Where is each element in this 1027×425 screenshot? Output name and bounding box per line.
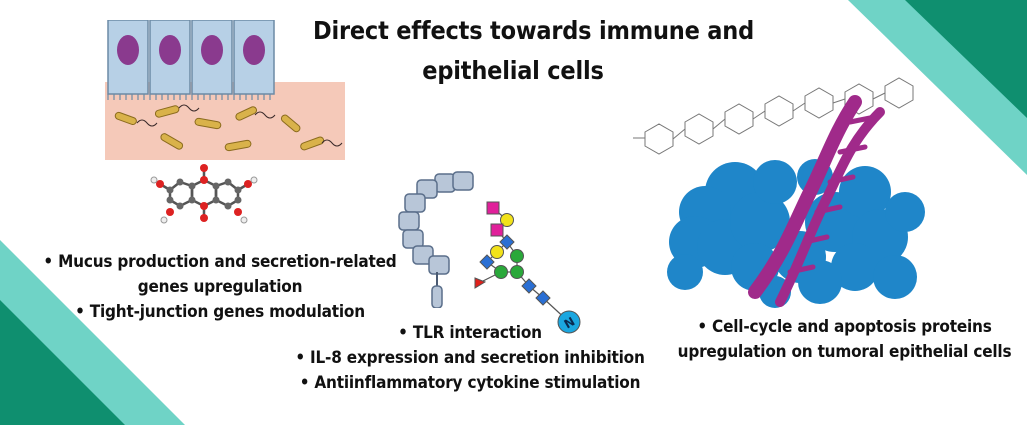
cell-nucleus [243,35,265,65]
bacterium [224,139,252,152]
glycan-triangle-red [474,277,487,289]
left-bullet-1-continued: genes upregulation [137,277,303,297]
figure-title-line-1: Direct effects towards immune and [313,16,754,45]
glycan-circle-green [510,265,524,279]
left-corner-dark-triangle [0,300,125,425]
flagellum [136,119,158,127]
figure-title-line-2: epithelial cells [422,56,604,85]
center-bullet-3: • Antiinflammatory cytokine stimulation [299,373,641,393]
glycan-diamond-blue [499,234,515,250]
bacterium [160,133,184,150]
glycan-circle-yellow [490,245,504,259]
glycan-square-magenta [486,201,500,215]
tlr-receptor-illustration [398,171,474,308]
left-bullet-1: • Mucus production and secretion-related [43,252,397,272]
center-bullet-2: • IL-8 expression and secretion inhibiti… [295,348,645,368]
microvilli [107,94,271,100]
bacteria-group [114,105,325,152]
bacterium [154,105,180,118]
right-corner-dark-triangle [905,0,1027,118]
left-bullet-2: • Tight-junction genes modulation [75,302,365,322]
glycan-circle-yellow [500,213,514,227]
bacterium [235,106,258,121]
cell-nucleus [201,35,223,65]
center-bullet-1: • TLR interaction [398,323,542,343]
flagellum [254,111,276,119]
glycan-anchor-circle [557,310,581,334]
flagella-group [136,104,343,147]
bacterium [194,117,222,130]
glycan-diamond-blue [521,278,537,294]
right-bullet-1-continued: upregulation on tumoral epithelial cells [677,342,1012,362]
bacterium [114,111,137,126]
flagellum [178,104,200,112]
dna-helix [748,95,885,307]
bacterium [280,114,301,133]
flagellum [321,139,343,147]
bacterium [300,136,325,151]
glycan-diamond-blue [479,254,495,270]
epithelium-illustration [105,20,345,160]
right-bullet-1: • Cell-cycle and apoptosis proteins [697,317,992,337]
polysaccharide-chain [633,77,914,155]
cell-nucleus [159,35,181,65]
glycan-structure: N [474,201,581,334]
glycan-diamond-blue [535,290,551,306]
cell-nucleus [117,35,139,65]
protein-dna-complex [633,77,925,308]
small-molecule-structure [150,164,258,224]
glycan-circle-green [510,249,524,263]
glycan-circle-green [494,265,508,279]
glycan-square-magenta [490,223,504,237]
